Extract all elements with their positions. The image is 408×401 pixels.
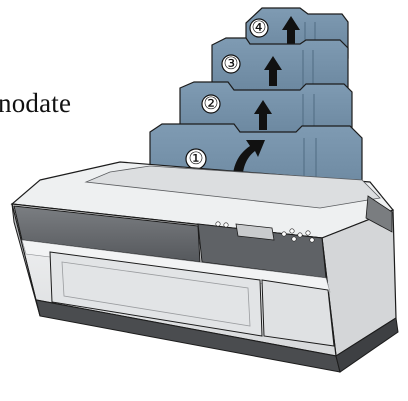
callout-3: ③ [223, 54, 238, 74]
up-arrow-icon [254, 100, 272, 130]
up-arrow-icon [264, 56, 282, 86]
panel-button [215, 221, 221, 227]
printer-body [10, 161, 399, 373]
panel-button [297, 232, 303, 238]
panel-button [281, 231, 287, 237]
callout-circle-4 [249, 18, 269, 38]
panel-button [309, 237, 315, 243]
panel-button [291, 236, 297, 242]
panel-button [289, 228, 295, 234]
callout-circle-3 [221, 54, 241, 74]
panel-button [223, 222, 229, 228]
callout-1: ① [188, 149, 203, 169]
callout-2: ② [203, 94, 218, 114]
paper-support-section-3: ③ [211, 37, 349, 97]
caption-fragment: nodate [0, 88, 72, 118]
panel-button [305, 230, 311, 236]
up-arrow-icon [282, 16, 300, 45]
callout-4: ④ [251, 18, 266, 38]
callout-circle-2 [201, 94, 221, 114]
lcd-screen [235, 223, 275, 241]
